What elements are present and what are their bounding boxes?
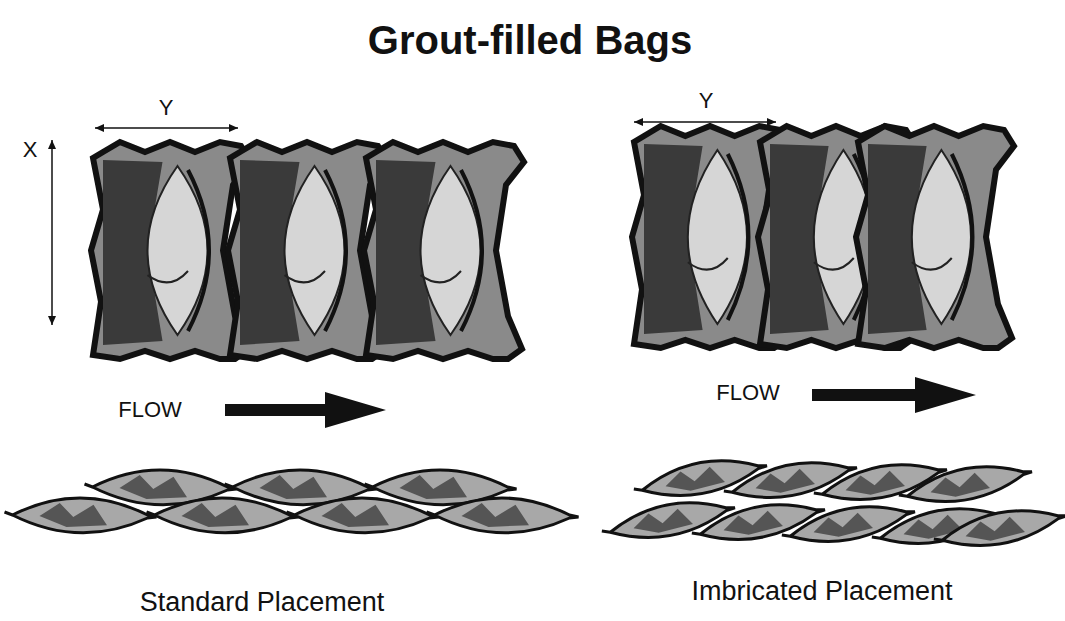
bag-side-view [147,498,299,533]
bag-side-view [721,451,859,509]
dimension-arrow [634,121,776,123]
flow-label: FLOW [118,398,182,422]
grout-bag [364,142,524,359]
bag-side-view [779,495,917,553]
bag-side-view [931,499,1065,557]
dimension-arrow [51,140,53,325]
bag-side-view [631,449,769,507]
bag-side-view [5,498,157,533]
bag-side-view [599,491,737,549]
flow-arrow [812,377,976,413]
flow-label: FLOW [716,381,780,405]
dimension-arrow [95,127,238,129]
flow-arrow [225,392,386,428]
bag-side-view [287,498,439,533]
dimension-label: Y [699,89,714,113]
dimension-label: X [23,138,38,162]
placement-caption: Imbricated Placement [691,577,952,607]
diagram-title: Grout-filled Bags [368,18,692,62]
grout-bag [856,126,1014,348]
placement-caption: Standard Placement [140,588,385,618]
bag-side-view [689,493,827,551]
dimension-label: Y [159,96,174,120]
bag-side-view [896,455,1034,513]
bag-side-view [427,498,579,533]
